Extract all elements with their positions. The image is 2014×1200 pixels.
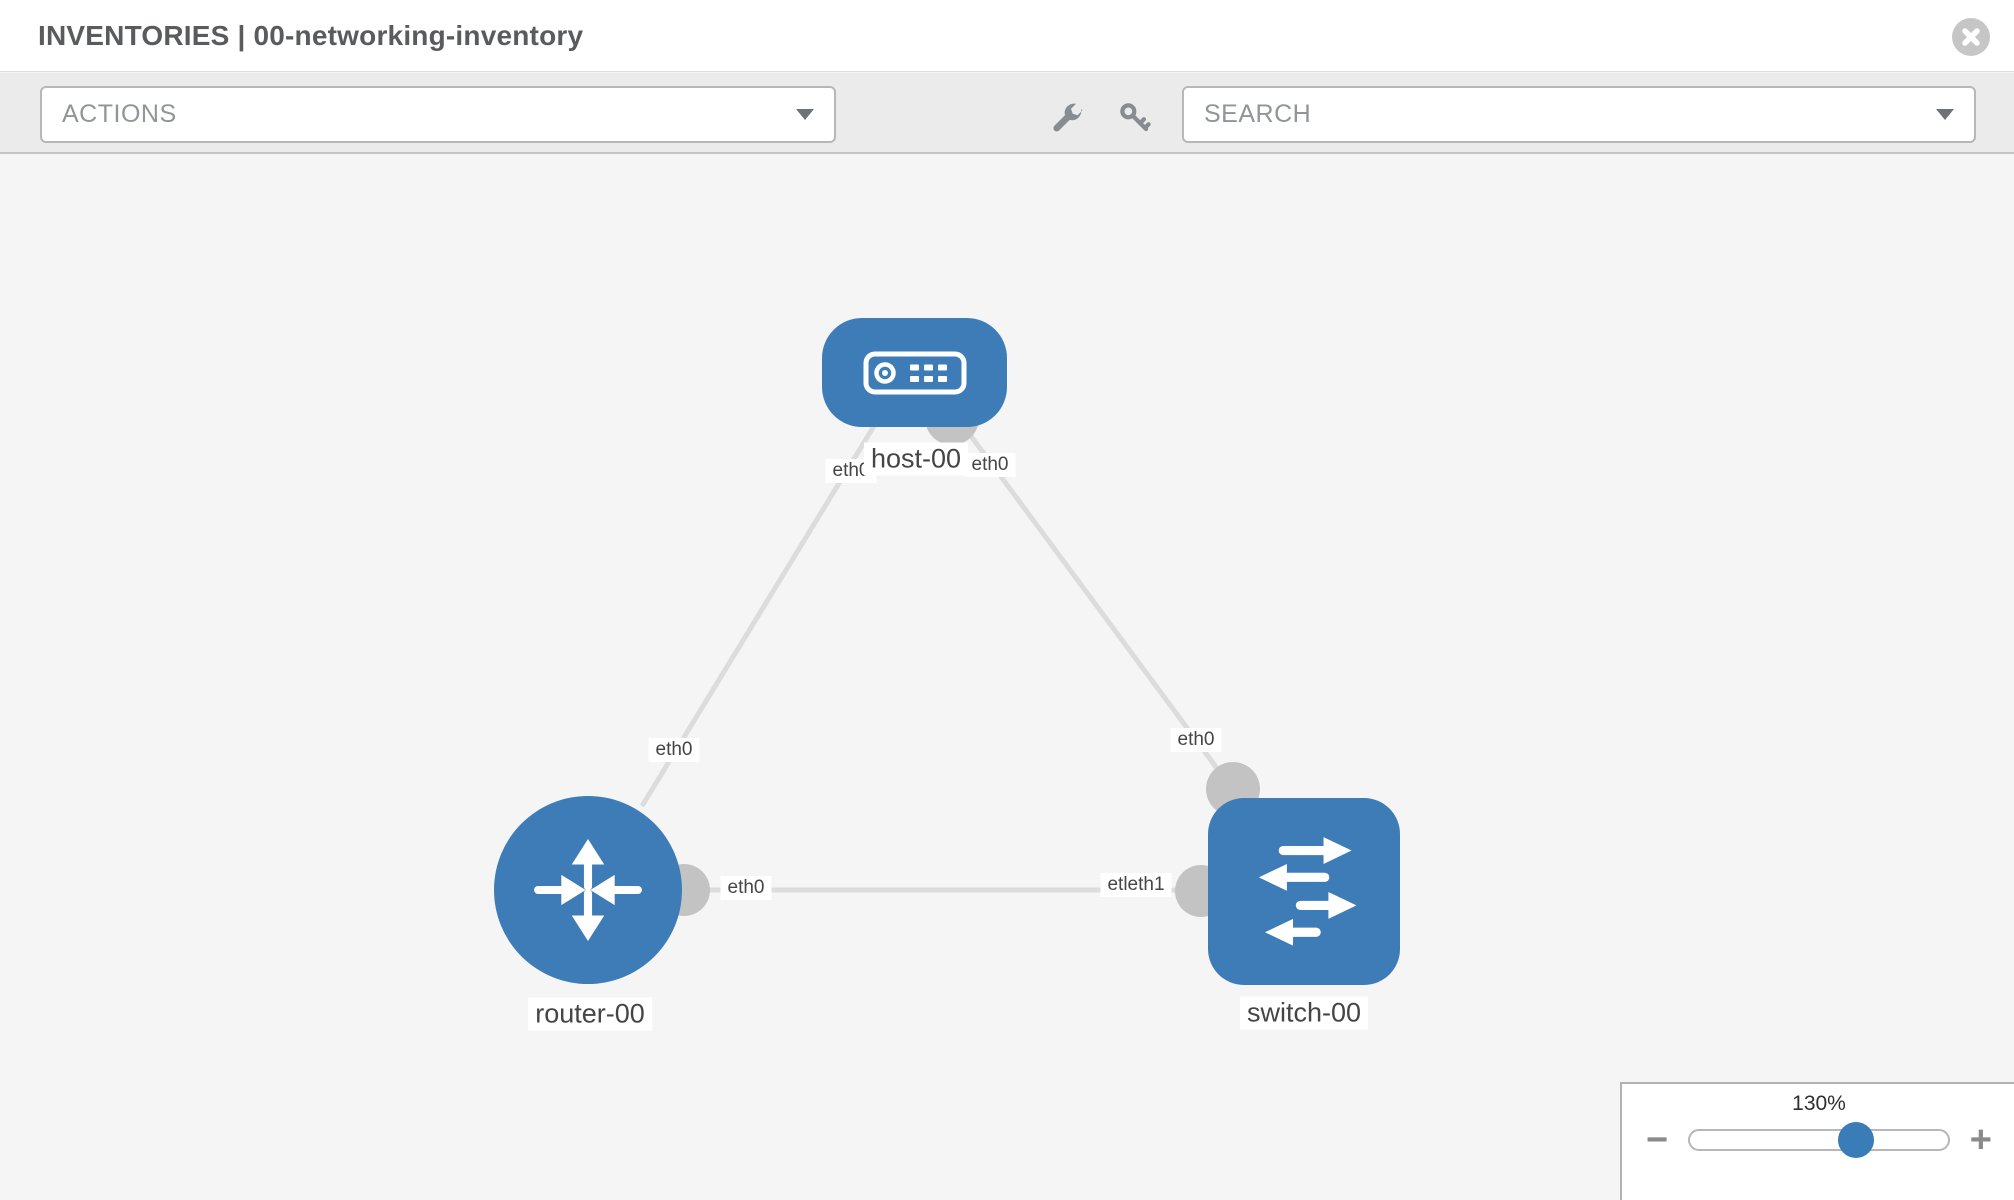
configure-button[interactable] [1045,95,1089,139]
search-dropdown[interactable]: SEARCH [1182,86,1976,143]
host-icon [863,351,966,394]
search-dropdown-label: SEARCH [1204,100,1312,128]
router-icon [534,838,642,942]
node-switch-00[interactable] [1208,798,1400,985]
node-label-switch: switch-00 [1239,996,1369,1030]
zoom-in-button[interactable]: + [1969,1119,1992,1161]
node-label-host: host-00 [863,442,969,476]
node-router-00[interactable] [494,796,682,984]
header: INVENTORIES | 00-networking-inventory [0,0,2014,72]
zoom-control-panel: 130% − + [1620,1082,2014,1200]
interface-label-router-mid: eth0 [720,876,772,900]
chevron-down-icon [1936,109,1954,120]
topology-canvas[interactable] [0,155,2014,1200]
interface-label-host-right: eth0 [964,453,1016,477]
zoom-slider-handle[interactable] [1838,1122,1875,1158]
key-icon [1120,103,1151,132]
actions-dropdown-label: ACTIONS [62,100,177,128]
close-icon [1962,28,1980,46]
interface-label-switch-top: eth0 [1170,728,1222,752]
actions-dropdown[interactable]: ACTIONS [40,86,836,143]
zoom-slider[interactable] [1688,1122,1950,1158]
toolbar: ACTIONS SEARCH [0,73,2014,154]
chevron-down-icon [796,109,814,120]
zoom-value: 130% [1792,1092,1846,1115]
node-host-00[interactable] [822,318,1007,427]
interface-label-router-top: eth0 [648,738,700,762]
page-title: INVENTORIES | 00-networking-inventory [38,19,584,51]
interface-label-switch-mid: etleth1 [1100,873,1172,897]
switch-icon [1258,836,1357,946]
credentials-button[interactable] [1112,95,1156,139]
zoom-out-button[interactable]: − [1646,1119,1669,1161]
node-label-router: router-00 [528,997,652,1031]
wrench-icon [1053,103,1083,132]
close-button[interactable] [1952,18,1990,56]
